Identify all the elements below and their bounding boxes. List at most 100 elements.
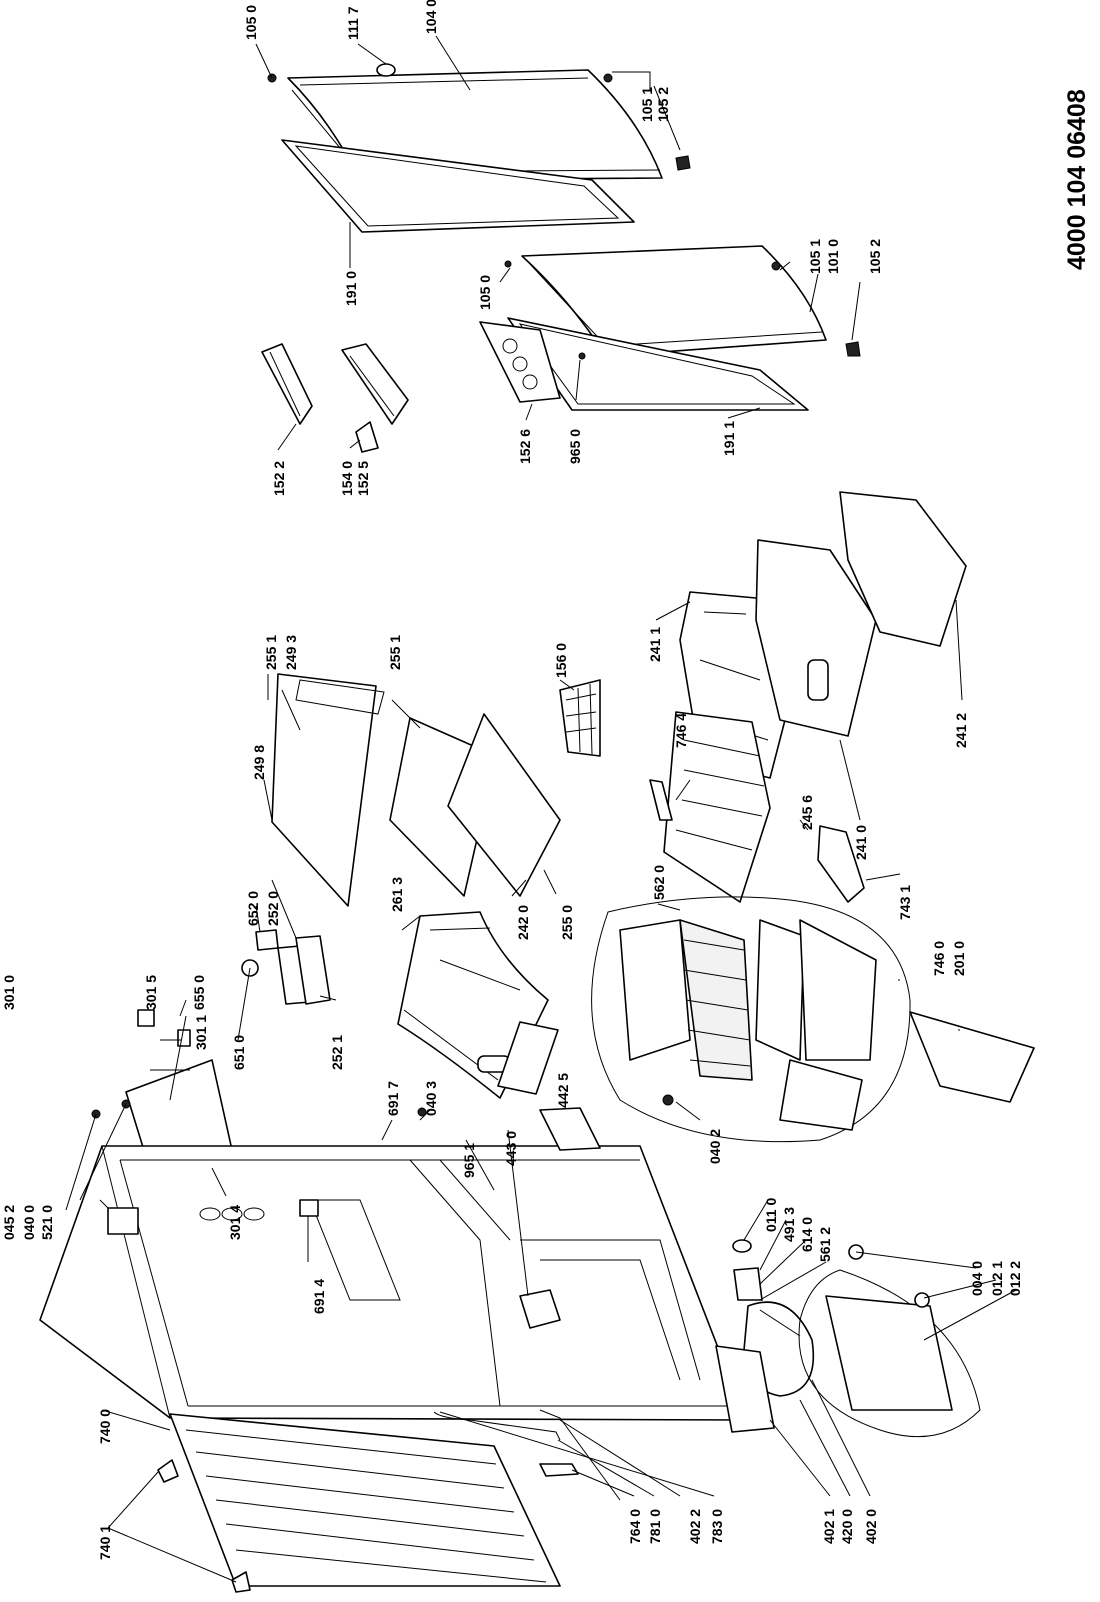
label-781-0: 781 0 xyxy=(647,1509,663,1544)
fan-blade-443-0 xyxy=(519,1289,561,1329)
label-252-0: 252 0 xyxy=(265,891,281,926)
freezer-grid-shelf xyxy=(663,711,771,903)
label-154-0: 154 0 xyxy=(339,461,355,496)
label-402-1: 402 1 xyxy=(821,1509,837,1544)
label-152-2: 152 2 xyxy=(271,461,287,496)
label-561-2: 561 2 xyxy=(817,1227,833,1262)
label-105-0: 105 0 xyxy=(243,5,259,40)
label-965-1: 965 1 xyxy=(461,1143,477,1178)
label-301-5: 301 5 xyxy=(143,975,159,1010)
label-261-3: 261 3 xyxy=(389,877,405,912)
label-040-2: 040 2 xyxy=(707,1129,723,1164)
label-402-2: 402 2 xyxy=(687,1509,703,1544)
label-301-1: 301 1 xyxy=(193,1015,209,1050)
label-111-7: 111 7 xyxy=(345,6,361,40)
label-191-0: 191 0 xyxy=(343,271,359,306)
label-740-0: 740 0 xyxy=(97,1409,113,1444)
label-152-6: 152 6 xyxy=(517,429,533,464)
label-004-0: 004 0 xyxy=(969,1261,985,1296)
label-249-3: 249 3 xyxy=(283,635,299,670)
label-249-8: 249 8 xyxy=(251,745,267,780)
rear-panel-201-0 xyxy=(909,1011,1035,1103)
label-652-0: 652 0 xyxy=(245,891,261,926)
cabinet xyxy=(39,1145,747,1421)
label-301-0: 301 0 xyxy=(1,975,17,1010)
label-255-1-upper: 255 1 xyxy=(263,635,279,670)
label-191-1: 191 1 xyxy=(721,421,737,456)
label-764-0: 764 0 xyxy=(627,1509,643,1544)
label-040-0: 040 0 xyxy=(21,1205,37,1240)
label-443-0: 443 0 xyxy=(503,1131,519,1166)
egg-tray xyxy=(479,321,561,403)
label-105-0-b: 105 0 xyxy=(477,275,493,310)
label-101-0: 101 0 xyxy=(825,239,841,274)
part-labels: 105 0 111 7 104 0 105 1 105 2 191 0 105 … xyxy=(1,0,1023,1560)
label-011-0: 011 0 xyxy=(763,1198,779,1232)
label-156-0: 156 0 xyxy=(553,643,569,678)
lower-door xyxy=(521,245,827,357)
label-012-1: 012 1 xyxy=(989,1261,1005,1296)
drawer-rail-746-4 xyxy=(649,779,673,821)
freezer-drawer-241-0 xyxy=(755,539,877,737)
label-152-5: 152 5 xyxy=(355,461,371,496)
freezer-drawer-241-2 xyxy=(839,491,967,647)
condenser xyxy=(169,1413,561,1587)
upper-door-gasket xyxy=(281,139,635,233)
ice-tray xyxy=(559,679,601,757)
label-562-0: 562 0 xyxy=(651,865,667,900)
glass-shelf-upper xyxy=(271,673,385,907)
label-491-3: 491 3 xyxy=(781,1207,797,1242)
label-691-7: 691 7 xyxy=(385,1081,401,1116)
air-channel-743-1 xyxy=(817,825,865,903)
label-740-1: 740 1 xyxy=(97,1525,113,1560)
label-045-2: 045 2 xyxy=(1,1205,17,1240)
label-241-1: 241 1 xyxy=(647,627,663,662)
label-655-0: 655 0 xyxy=(191,975,207,1010)
condenser-clips xyxy=(157,1459,251,1593)
fan-motor-442-5 xyxy=(539,1107,601,1151)
label-420-0: 420 0 xyxy=(839,1509,855,1544)
base-plate-group xyxy=(798,1244,981,1438)
label-783-0: 783 0 xyxy=(709,1509,725,1544)
label-691-4: 691 4 xyxy=(311,1279,327,1314)
label-104-0: 104 0 xyxy=(423,0,439,34)
label-242-0: 242 0 xyxy=(515,905,531,940)
label-040-3: 040 3 xyxy=(423,1081,439,1116)
label-012-2: 012 2 xyxy=(1007,1261,1023,1296)
bracket-491-3 xyxy=(733,1267,763,1301)
door-bin-152-5 xyxy=(341,343,409,453)
relay-box-402-1 xyxy=(715,1345,775,1433)
leader-lines xyxy=(65,35,1017,1583)
label-746-4: 746 4 xyxy=(673,713,689,748)
label-105-2-b: 105 2 xyxy=(867,239,883,274)
tube-764-0 xyxy=(539,1463,579,1477)
thermostat-parts xyxy=(137,929,279,1047)
label-442-5: 442 5 xyxy=(555,1073,571,1108)
label-255-1-middle: 255 1 xyxy=(387,635,403,670)
door-bin-152-2 xyxy=(261,343,313,425)
label-255-0: 255 0 xyxy=(559,905,575,940)
evaporator-group xyxy=(591,896,911,1143)
label-105-1: 105 1 xyxy=(639,87,655,122)
label-614-0: 614 0 xyxy=(799,1217,815,1252)
label-241-0: 241 0 xyxy=(853,825,869,860)
light-cover xyxy=(277,935,331,1005)
tube-783-0 xyxy=(539,1409,621,1501)
drawing-number: 4000 104 06408 xyxy=(1063,89,1091,270)
foot-011-0 xyxy=(732,1239,752,1253)
tube-781-0 xyxy=(433,1411,561,1441)
label-105-1-b: 105 1 xyxy=(807,239,823,274)
label-105-2: 105 2 xyxy=(655,87,671,122)
label-241-2: 241 2 xyxy=(953,713,969,748)
label-201-0: 201 0 xyxy=(951,941,967,976)
label-245-6: 245 6 xyxy=(799,795,815,830)
label-743-1: 743 1 xyxy=(897,885,913,920)
crisper-front-strip xyxy=(497,1021,559,1095)
label-651-0: 651 0 xyxy=(231,1035,247,1070)
label-301-4: 301 4 xyxy=(227,1205,243,1240)
label-521-0: 521 0 xyxy=(39,1205,55,1240)
label-402-0: 402 0 xyxy=(863,1509,879,1544)
label-746-0: 746 0 xyxy=(931,941,947,976)
label-252-1: 252 1 xyxy=(329,1035,345,1070)
